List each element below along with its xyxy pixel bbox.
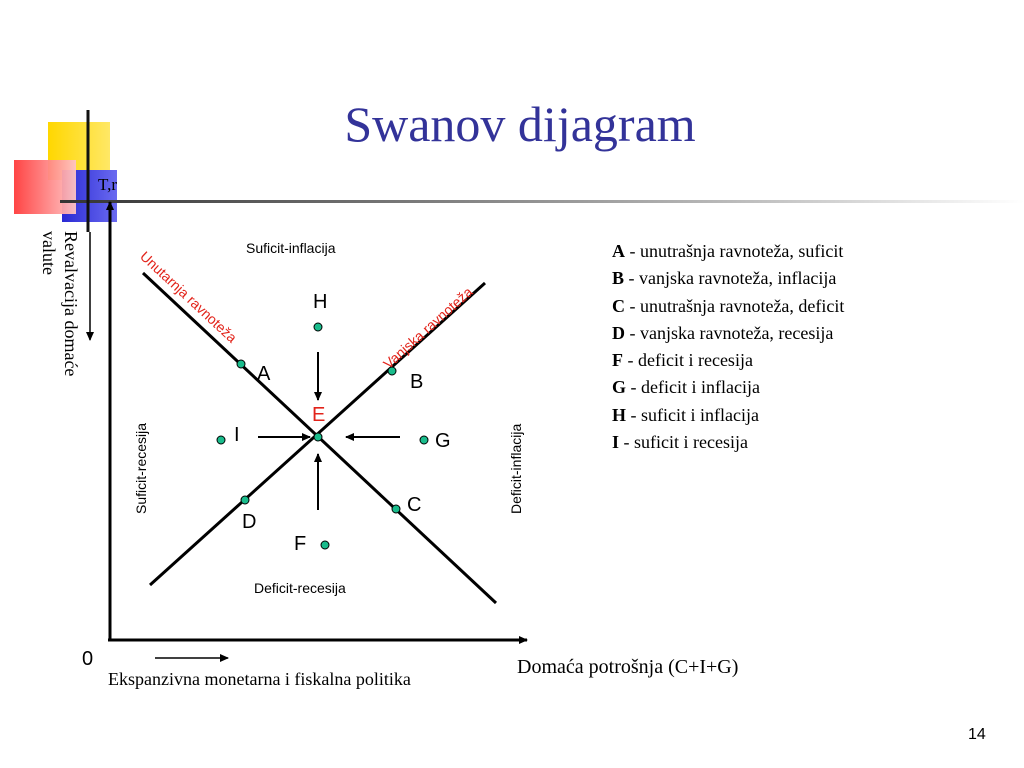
point-a: [236, 359, 246, 369]
region-bottom-label: Deficit-recesija: [254, 580, 346, 596]
legend-item: A - unutrašnja ravnoteža, suficit: [612, 241, 844, 261]
origin-label: 0: [82, 648, 94, 670]
deco-red-square: [14, 160, 76, 214]
point-b: [387, 366, 397, 376]
title-rule: [60, 200, 1024, 203]
point-g: [419, 435, 429, 445]
x-bottom-label: Ekspanzivna monetarna i fiskalna politik…: [108, 669, 411, 689]
point-a-label: A: [257, 363, 271, 385]
x-axis-label: Domaća potrošnja (C+I+G): [517, 656, 739, 678]
point-e-label: E: [312, 404, 326, 426]
legend: A - unutrašnja ravnoteža, suficit B - va…: [612, 238, 844, 456]
region-top-label: Suficit-inflacija: [246, 240, 336, 256]
point-i: [216, 435, 226, 445]
legend-item: C - unutrašnja ravnoteža, deficit: [612, 295, 845, 316]
y-side-label-line2: valute: [39, 231, 59, 275]
point-f: [320, 540, 330, 550]
point-e: [313, 432, 323, 442]
point-i-label: I: [234, 424, 240, 446]
point-h: [313, 322, 323, 332]
legend-item: D - vanjska ravnoteža, recesija: [612, 322, 834, 343]
legend-item: G - deficit i inflacija: [612, 377, 760, 398]
y-axis-label: T,r: [98, 175, 118, 194]
legend-item: I - suficit i recesija: [612, 432, 748, 453]
point-f-label: F: [294, 533, 307, 555]
y-side-label: Revalvacija domaće valute: [38, 231, 82, 376]
point-h-label: H: [313, 291, 328, 313]
region-left-label: Suficit-recesija: [133, 422, 149, 514]
region-right-label: Deficit-inflacija: [508, 423, 524, 514]
legend-item: H - suficit i inflacija: [612, 404, 759, 425]
point-d: [240, 495, 250, 505]
page-number: 14: [968, 726, 986, 743]
point-b-label: B: [410, 371, 424, 393]
point-c-label: C: [407, 494, 422, 516]
legend-item: B - vanjska ravnoteža, inflacija: [612, 268, 837, 289]
legend-item: F - deficit i recesija: [612, 350, 753, 371]
y-side-label-line1: Revalvacija domaće: [61, 231, 81, 377]
point-g-label: G: [435, 430, 451, 452]
point-c: [391, 504, 401, 514]
slide-title: Swanov dijagram: [344, 96, 696, 152]
point-d-label: D: [242, 511, 257, 533]
